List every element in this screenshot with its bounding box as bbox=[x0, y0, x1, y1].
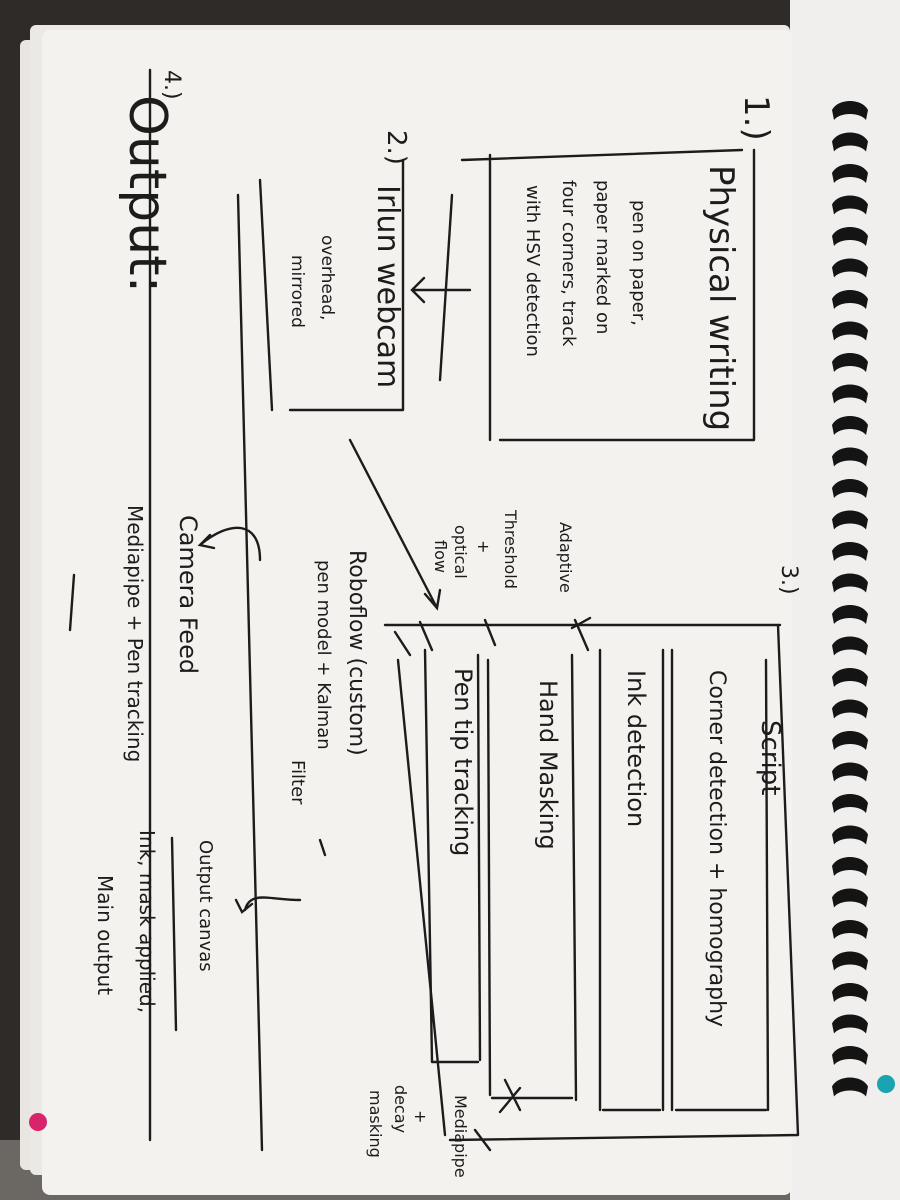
section1-line2: paper marked on bbox=[592, 180, 613, 334]
section2-line1: overhead, bbox=[317, 235, 337, 320]
roboflow-line2: pen model + Kalman bbox=[313, 560, 334, 750]
teal-tab bbox=[877, 1075, 895, 1093]
section3-title: Script bbox=[755, 720, 785, 795]
section1-number: 1.) bbox=[736, 95, 776, 141]
step-ink-detection: Ink detection bbox=[622, 670, 650, 827]
mediapipe-line1: Mediapipe bbox=[451, 1095, 470, 1178]
note-optical: optical bbox=[451, 525, 470, 579]
section3-number: 3.) bbox=[776, 565, 801, 595]
step-pen-tip-tracking: Pen tip tracking bbox=[449, 668, 477, 856]
mediapipe-line4: masking bbox=[366, 1090, 385, 1158]
output-canvas-title: Output canvas bbox=[195, 840, 216, 972]
note-flow: flow bbox=[431, 540, 450, 573]
section1-title: Physical writing bbox=[701, 165, 741, 431]
camera-feed-detail: Mediapipe + Pen tracking bbox=[123, 505, 147, 762]
camera-feed-title: Camera Feed bbox=[174, 515, 202, 674]
section2-number: 2.) bbox=[381, 130, 411, 165]
note-plus: + bbox=[474, 540, 493, 553]
section4-title: Output: bbox=[117, 95, 177, 293]
note-threshold: Threshold bbox=[501, 509, 520, 589]
mediapipe-line3: decay bbox=[391, 1085, 410, 1133]
step-corner-detection: Corner detection + homography bbox=[704, 670, 729, 1027]
section2-line2: mirrored bbox=[287, 255, 307, 328]
section2-title: Irlun webcam bbox=[370, 185, 405, 388]
roboflow-line1: Roboflow (custom) bbox=[344, 550, 369, 756]
mediapipe-line2: + bbox=[411, 1110, 430, 1123]
output-canvas-line2: Main output bbox=[93, 875, 117, 995]
section1-line4: with HSV detection bbox=[522, 185, 543, 357]
note-adaptive: Adaptive bbox=[556, 522, 575, 593]
section1-line1: pen on paper, bbox=[628, 200, 649, 326]
section1-line3: four corners, track bbox=[558, 180, 579, 347]
pink-tab bbox=[29, 1113, 47, 1131]
output-canvas-line1: Ink, mask applied, bbox=[135, 830, 159, 1013]
step-hand-masking: Hand Masking bbox=[534, 680, 562, 850]
roboflow-line3: Filter bbox=[287, 760, 308, 805]
